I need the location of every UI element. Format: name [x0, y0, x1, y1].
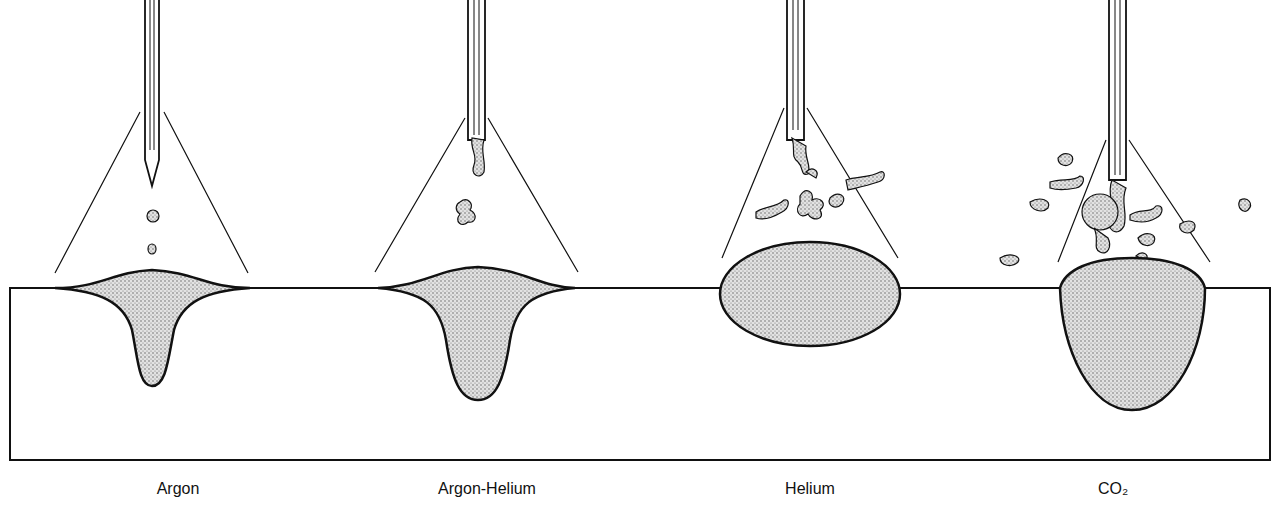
- argon-droplets: [147, 210, 159, 254]
- argon-helium-torch: [375, 0, 578, 272]
- co2-torch: [1058, 0, 1210, 262]
- gas-label: Helium: [785, 480, 835, 498]
- argon-helium-weld-bead: [378, 267, 575, 400]
- helium-torch: [722, 0, 898, 258]
- gas-label: Argon-Helium: [438, 480, 536, 498]
- helium-spatter: [756, 138, 884, 219]
- argon-helium-droplets: [456, 138, 484, 224]
- helium-weld-bead: [720, 242, 900, 346]
- gas-label: CO₂: [1098, 480, 1128, 498]
- gas-label: Argon: [157, 480, 200, 498]
- argon-torch: [55, 0, 248, 273]
- co2-spatter: [1000, 154, 1250, 266]
- argon-weld-bead: [55, 270, 250, 386]
- co2-weld-bead: [1060, 258, 1205, 410]
